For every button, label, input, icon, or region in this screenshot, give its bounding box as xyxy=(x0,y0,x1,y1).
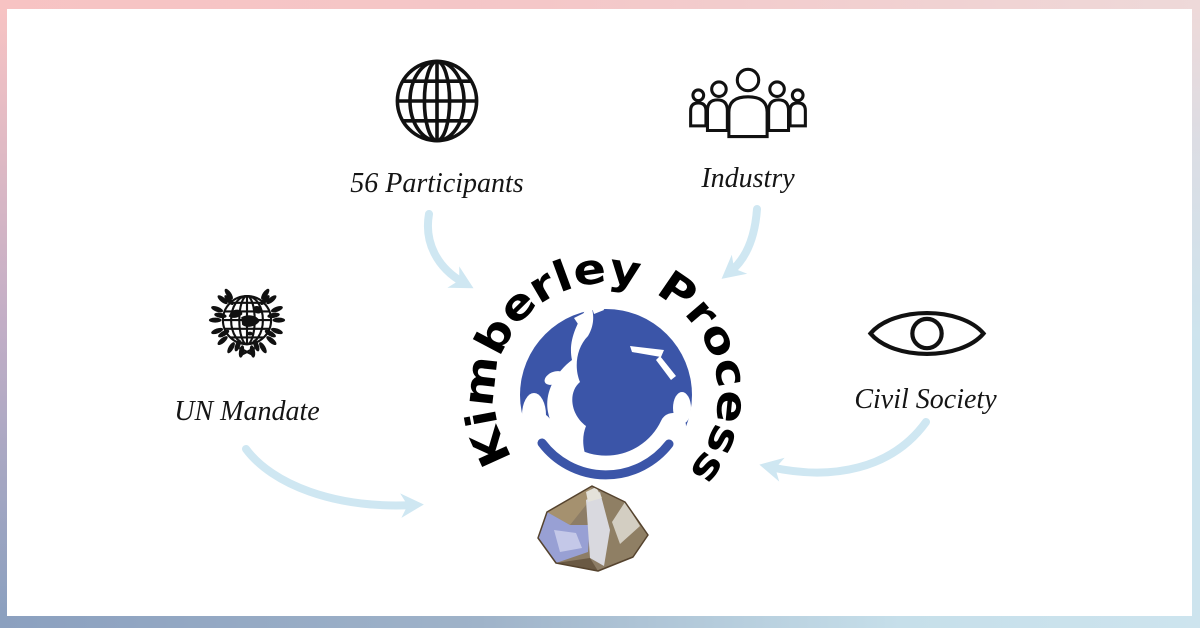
frame-border-top xyxy=(0,0,1200,9)
rough-diamond-graphic xyxy=(537,485,649,572)
people-group-icon xyxy=(689,67,807,139)
frame-border-bottom xyxy=(0,616,1200,628)
frame-border-right xyxy=(1192,9,1200,616)
eye-icon xyxy=(867,310,987,357)
wireframe-globe-icon xyxy=(395,59,479,143)
frame-border-left xyxy=(0,9,7,616)
un-mandate-label: UN Mandate xyxy=(174,396,320,427)
un-emblem-icon xyxy=(208,287,286,359)
arrow-participants-to-logo xyxy=(424,210,474,289)
participants-label: 56 Participants xyxy=(350,168,524,199)
arrow-civil-society-to-logo xyxy=(759,418,930,482)
world-globe-graphic xyxy=(520,304,692,482)
arrow-industry-to-logo xyxy=(721,205,761,279)
industry-label: Industry xyxy=(701,163,795,194)
civil-society-label: Civil Society xyxy=(854,384,997,415)
globe-swash xyxy=(537,438,674,480)
arrow-un-mandate-to-logo xyxy=(242,445,424,518)
kimberley-process-logo: Kimberley Process xyxy=(453,243,758,572)
